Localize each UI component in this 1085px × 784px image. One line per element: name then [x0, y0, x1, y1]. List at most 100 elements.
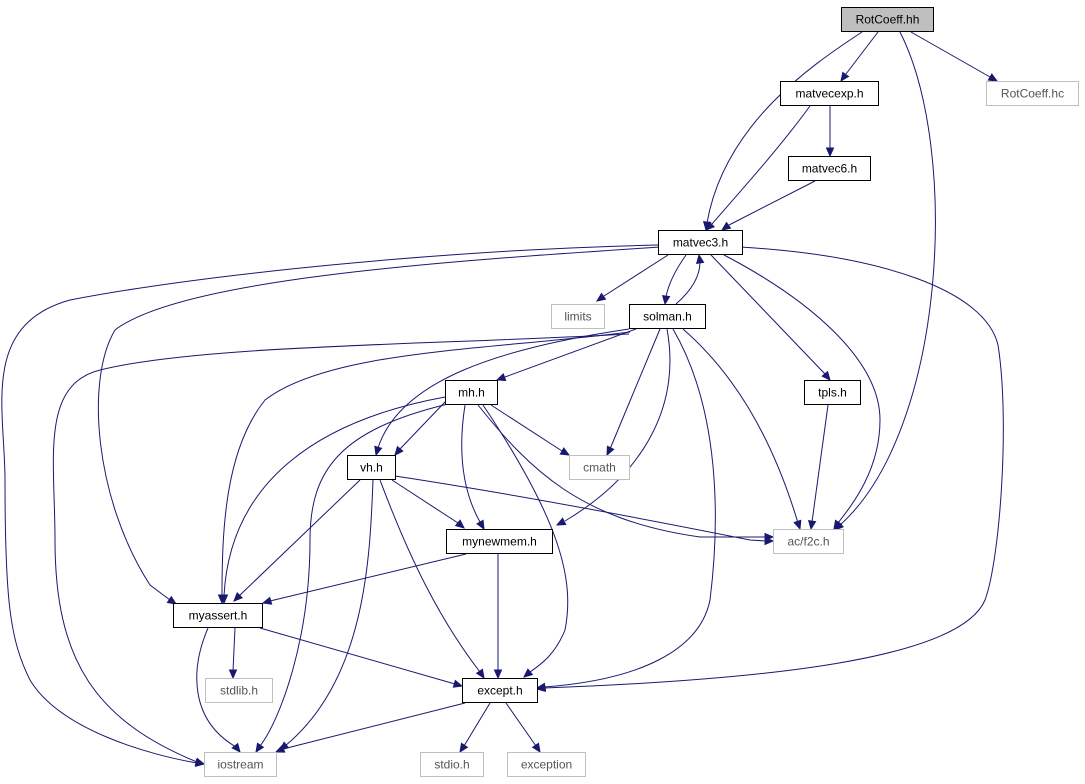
edge-matvec3-h-to-solman-h	[661, 254, 687, 306]
node-box	[204, 752, 277, 777]
edge-line	[463, 702, 491, 747]
node-label: matvecexp.h	[795, 87, 863, 101]
edge-solman-h-to-iostream	[52, 333, 630, 766]
edge-line	[711, 105, 811, 225]
node-matvec6-h[interactable]: matvec6.h	[788, 156, 871, 181]
edge-line	[665, 254, 687, 298]
edge-matvec3-h-to-tpls-h	[710, 254, 831, 381]
node-label: tpls.h	[818, 386, 847, 400]
node-box	[551, 304, 605, 329]
edge-solman-h-to-mh-h	[495, 328, 637, 382]
edge-mynewmem-h-to-myassert-h	[261, 553, 467, 605]
node-label: myassert.h	[189, 609, 248, 623]
edge-line	[706, 31, 863, 224]
node-except-h[interactable]: except.h	[462, 678, 538, 703]
node-box	[420, 752, 484, 777]
node-box	[462, 678, 538, 703]
node-box	[507, 752, 586, 777]
node-label: except.h	[477, 684, 522, 698]
edge-arrowhead	[825, 147, 835, 158]
edge-mh-h-to-myassert-h	[219, 396, 446, 605]
edge-line	[728, 180, 816, 226]
edge-line	[221, 331, 631, 597]
node-box	[569, 455, 630, 480]
edge-matvecexp-h-to-matvec3-h	[705, 105, 811, 231]
node-box	[986, 81, 1079, 106]
edge-rotcoeff-hh-to-ac-f2c-h	[834, 31, 936, 531]
edge-line	[282, 702, 466, 750]
edge-line	[391, 479, 459, 524]
node-solman-h[interactable]: solman.h	[629, 304, 706, 329]
edge-line	[504, 328, 637, 378]
node-rotcoeff-hc: RotCoeff.hc	[986, 81, 1079, 106]
node-matvec3-h[interactable]: matvec3.h	[658, 230, 743, 255]
edge-arrowhead	[764, 536, 775, 546]
edge-matvec3-h-to-ac-f2c-h	[723, 254, 881, 531]
edge-solman-h-to-ac-f2c-h	[682, 328, 802, 531]
node-label: ac/f2c.h	[787, 535, 829, 549]
edge-arrowhead	[475, 668, 485, 680]
node-box	[773, 529, 844, 554]
edge-myassert-h-to-iostream	[196, 627, 241, 753]
edge-line	[845, 31, 879, 75]
node-box	[173, 603, 263, 628]
edge-line	[394, 475, 767, 542]
edge-mh-h-to-cmath	[490, 404, 571, 456]
node-box	[205, 678, 273, 703]
edge-vh-h-to-iostream	[279, 479, 374, 751]
edges-layer	[1, 31, 1004, 768]
node-box	[780, 81, 879, 106]
edge-line	[284, 479, 374, 747]
node-box	[841, 7, 934, 32]
edge-solman-h-to-cmath	[606, 328, 661, 457]
node-matvecexp-h[interactable]: matvecexp.h	[780, 81, 879, 106]
edge-arrowhead	[219, 594, 229, 605]
edge-arrowhead	[495, 373, 507, 382]
edge-line	[196, 627, 237, 748]
edge-arrowhead	[661, 294, 671, 306]
node-mynewmem-h[interactable]: mynewmem.h	[446, 529, 553, 554]
edge-arrowhead	[228, 669, 238, 680]
edge-line	[710, 254, 826, 375]
edge-matvec6-h-to-matvec3-h	[720, 180, 816, 231]
edge-arrowhead	[459, 742, 469, 754]
node-label: stdlib.h	[220, 684, 258, 698]
edge-vh-h-to-myassert-h	[233, 479, 361, 602]
node-vh-h[interactable]: vh.h	[347, 455, 396, 480]
node-box	[446, 529, 553, 554]
node-tpls-h[interactable]: tpls.h	[804, 380, 861, 405]
node-label: iostream	[217, 758, 263, 772]
node-label: matvec3.h	[673, 236, 728, 250]
edge-solman-h-to-except-h	[535, 328, 716, 692]
edge-mh-h-to-vh-h	[394, 401, 446, 456]
edge-except-h-to-stdio-h	[459, 702, 491, 754]
edge-arrowhead	[255, 742, 265, 754]
edge-arrowhead	[821, 370, 831, 381]
node-rotcoeff-hh[interactable]: RotCoeff.hh	[841, 7, 934, 32]
node-label: mh.h	[458, 386, 485, 400]
edge-arrowhead	[807, 519, 817, 531]
edge-except-h-to-iostream	[274, 702, 466, 753]
edge-solman-h-to-mynewmem-h	[555, 328, 671, 526]
edge-arrowhead	[454, 519, 465, 529]
node-exception: exception	[507, 752, 586, 777]
edge-line	[52, 333, 630, 763]
edge-line	[675, 261, 701, 305]
edge-arrowhead	[374, 445, 383, 457]
edge-solman-h-to-myassert-h	[217, 331, 631, 605]
node-box	[788, 156, 871, 181]
node-label: mynewmem.h	[462, 535, 537, 549]
edge-line	[259, 403, 449, 747]
edge-line	[259, 627, 456, 685]
node-label: cmath	[583, 461, 616, 475]
node-label: solman.h	[643, 310, 692, 324]
node-myassert-h[interactable]: myassert.h	[173, 603, 263, 628]
node-ac-f2c-h: ac/f2c.h	[773, 529, 844, 554]
edge-line	[609, 328, 661, 450]
edge-line	[490, 404, 563, 452]
edge-line	[223, 396, 446, 597]
node-box	[804, 380, 861, 405]
edge-matvec3-h-to-limits	[595, 254, 669, 302]
node-mh-h[interactable]: mh.h	[445, 380, 498, 405]
edge-arrowhead	[493, 669, 503, 680]
